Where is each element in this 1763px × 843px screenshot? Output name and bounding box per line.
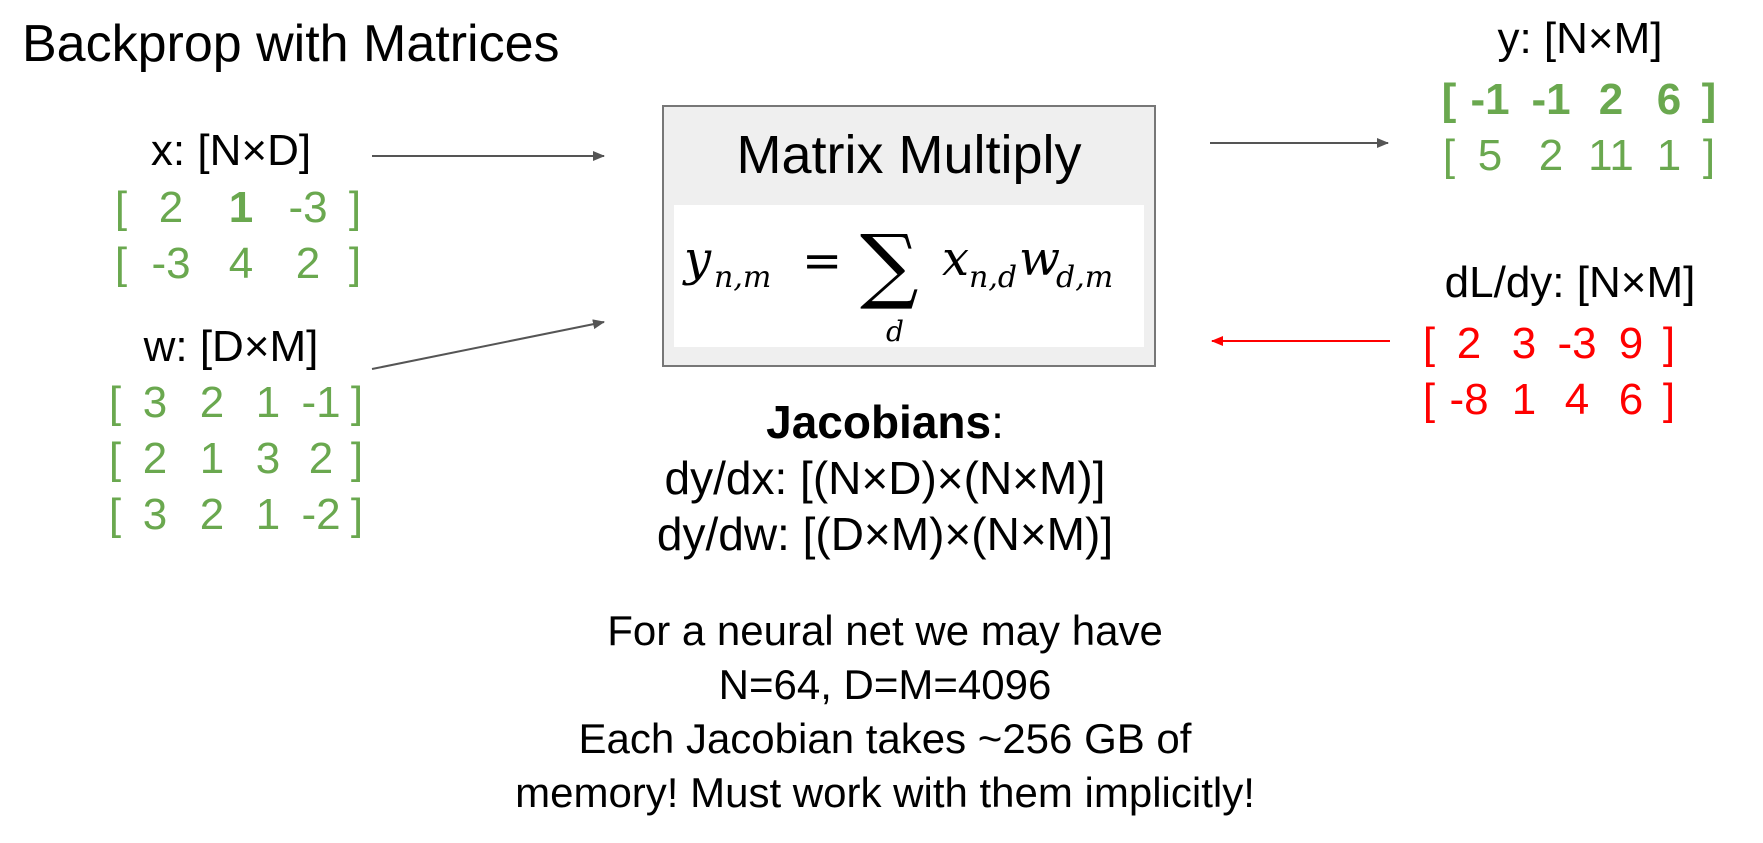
memory-note: For a neural net we may have N=64, D=M=4… bbox=[490, 604, 1280, 820]
formula-equals: = bbox=[802, 233, 842, 289]
note-line: Each Jacobian takes ~256 GB of bbox=[578, 715, 1192, 762]
y-matrix-row: [ -1 -1 2 6 ] bbox=[1438, 72, 1720, 128]
formula-y: y bbox=[682, 231, 712, 287]
formula-panel: y n,m = ∑ d x n,d w d,m bbox=[674, 205, 1144, 348]
w-matrix-row: [ 2 1 3 2 ] bbox=[104, 431, 368, 487]
formula-sum-index: d bbox=[886, 315, 904, 347]
y-cell: -1 bbox=[1531, 75, 1571, 124]
w-cell: 2 bbox=[308, 434, 334, 483]
w-cell: 3 bbox=[142, 378, 168, 427]
x-matrix-row: [ -3 4 2 ] bbox=[110, 236, 366, 292]
note-line: N=64, D=M=4096 bbox=[718, 661, 1052, 708]
formula-sum-sign: ∑ bbox=[860, 218, 919, 313]
dldy-cell: 9 bbox=[1618, 319, 1644, 368]
jacobians-heading: Jacobians: bbox=[490, 394, 1280, 450]
dldy-matrix: [ 2 3 -3 9 ] [ -8 1 4 6 ] bbox=[1418, 316, 1680, 428]
x-cell: -3 bbox=[288, 183, 328, 232]
w-matrix: [ 3 2 1 -1 ] [ 2 1 3 2 ] [ 3 2 1 -2 ] bbox=[104, 375, 368, 543]
x-label: x: [N×D] bbox=[150, 126, 312, 175]
w-to-box-arrow bbox=[371, 319, 605, 370]
w-matrix-row: [ 3 2 1 -1 ] bbox=[104, 375, 368, 431]
jacobians-heading-text: Jacobians bbox=[766, 396, 992, 448]
dldy-cell: -8 bbox=[1449, 375, 1489, 424]
w-cell: 2 bbox=[199, 490, 225, 539]
y-matrix: [ -1 -1 2 6 ] [ 5 2 11 1 ] bbox=[1438, 72, 1720, 184]
w-cell: 2 bbox=[142, 434, 168, 483]
box-title: Matrix Multiply bbox=[736, 125, 1082, 185]
jacobian-dydx: dy/dx: [(N×D)×(N×M)] bbox=[664, 452, 1106, 504]
formula-x-subscript: n,d bbox=[969, 260, 1017, 295]
dldy-matrix-row: [ 2 3 -3 9 ] bbox=[1418, 316, 1680, 372]
y-cell: 2 bbox=[1538, 131, 1564, 180]
dldy-matrix-row: [ -8 1 4 6 ] bbox=[1418, 372, 1680, 428]
dldy-label: dL/dy: [N×M] bbox=[1444, 258, 1696, 307]
y-cell: 5 bbox=[1477, 131, 1503, 180]
w-cell: 2 bbox=[199, 378, 225, 427]
x-cell: 4 bbox=[228, 239, 254, 288]
x-cell: -3 bbox=[151, 239, 191, 288]
slide-title: Backprop with Matrices bbox=[22, 15, 560, 73]
dldy-cell: 6 bbox=[1618, 375, 1644, 424]
formula-w: w bbox=[1019, 231, 1060, 287]
matrix-multiply-box: Matrix Multiply y n,m = ∑ d x n,d w d,m bbox=[662, 105, 1156, 367]
w-cell: -1 bbox=[301, 378, 341, 427]
y-matrix-row: [ 5 2 11 1 ] bbox=[1438, 128, 1720, 184]
x-matrix: [ 2 1 -3 ] [ -3 4 2 ] bbox=[110, 180, 366, 292]
x-matrix-row: [ 2 1 -3 ] bbox=[110, 180, 366, 236]
w-cell: 1 bbox=[255, 490, 281, 539]
x-cell-highlighted: 1 bbox=[228, 183, 254, 232]
y-cell: 11 bbox=[1588, 131, 1634, 180]
y-cell: 1 bbox=[1656, 131, 1682, 180]
w-cell: 3 bbox=[142, 490, 168, 539]
w-matrix-row: [ 3 2 1 -2 ] bbox=[104, 487, 368, 543]
y-cell: -1 bbox=[1470, 75, 1510, 124]
matmul-formula: y n,m = ∑ d x n,d w d,m bbox=[682, 218, 1113, 348]
formula-x: x bbox=[942, 231, 969, 287]
jacobian-dydw: dy/dw: [(D×M)×(N×M)] bbox=[656, 508, 1114, 560]
dldy-cell: 4 bbox=[1564, 375, 1590, 424]
dldy-cell: 3 bbox=[1511, 319, 1537, 368]
jacobians-heading-colon: : bbox=[991, 396, 1004, 448]
w-cell: 1 bbox=[199, 434, 225, 483]
formula-y-subscript: n,m bbox=[714, 260, 771, 295]
formula-w-subscript: d,m bbox=[1056, 260, 1113, 295]
w-cell: -2 bbox=[301, 490, 341, 539]
y-cell: 2 bbox=[1598, 75, 1624, 124]
w-label: w: [D×M] bbox=[143, 322, 319, 371]
dldy-cell: 1 bbox=[1511, 375, 1537, 424]
x-cell: 2 bbox=[158, 183, 184, 232]
y-cell: 6 bbox=[1656, 75, 1682, 124]
note-line: For a neural net we may have bbox=[607, 607, 1163, 654]
x-cell: 2 bbox=[295, 239, 321, 288]
note-line: memory! Must work with them implicitly! bbox=[515, 769, 1255, 816]
w-cell: 3 bbox=[255, 434, 281, 483]
w-cell: 1 bbox=[255, 378, 281, 427]
dldy-cell: -3 bbox=[1557, 319, 1597, 368]
jacobians-section: Jacobians: dy/dx: [(N×D)×(N×M)] dy/dw: [… bbox=[490, 394, 1280, 562]
y-label: y: [N×M] bbox=[1497, 14, 1663, 63]
dldy-cell: 2 bbox=[1456, 319, 1482, 368]
